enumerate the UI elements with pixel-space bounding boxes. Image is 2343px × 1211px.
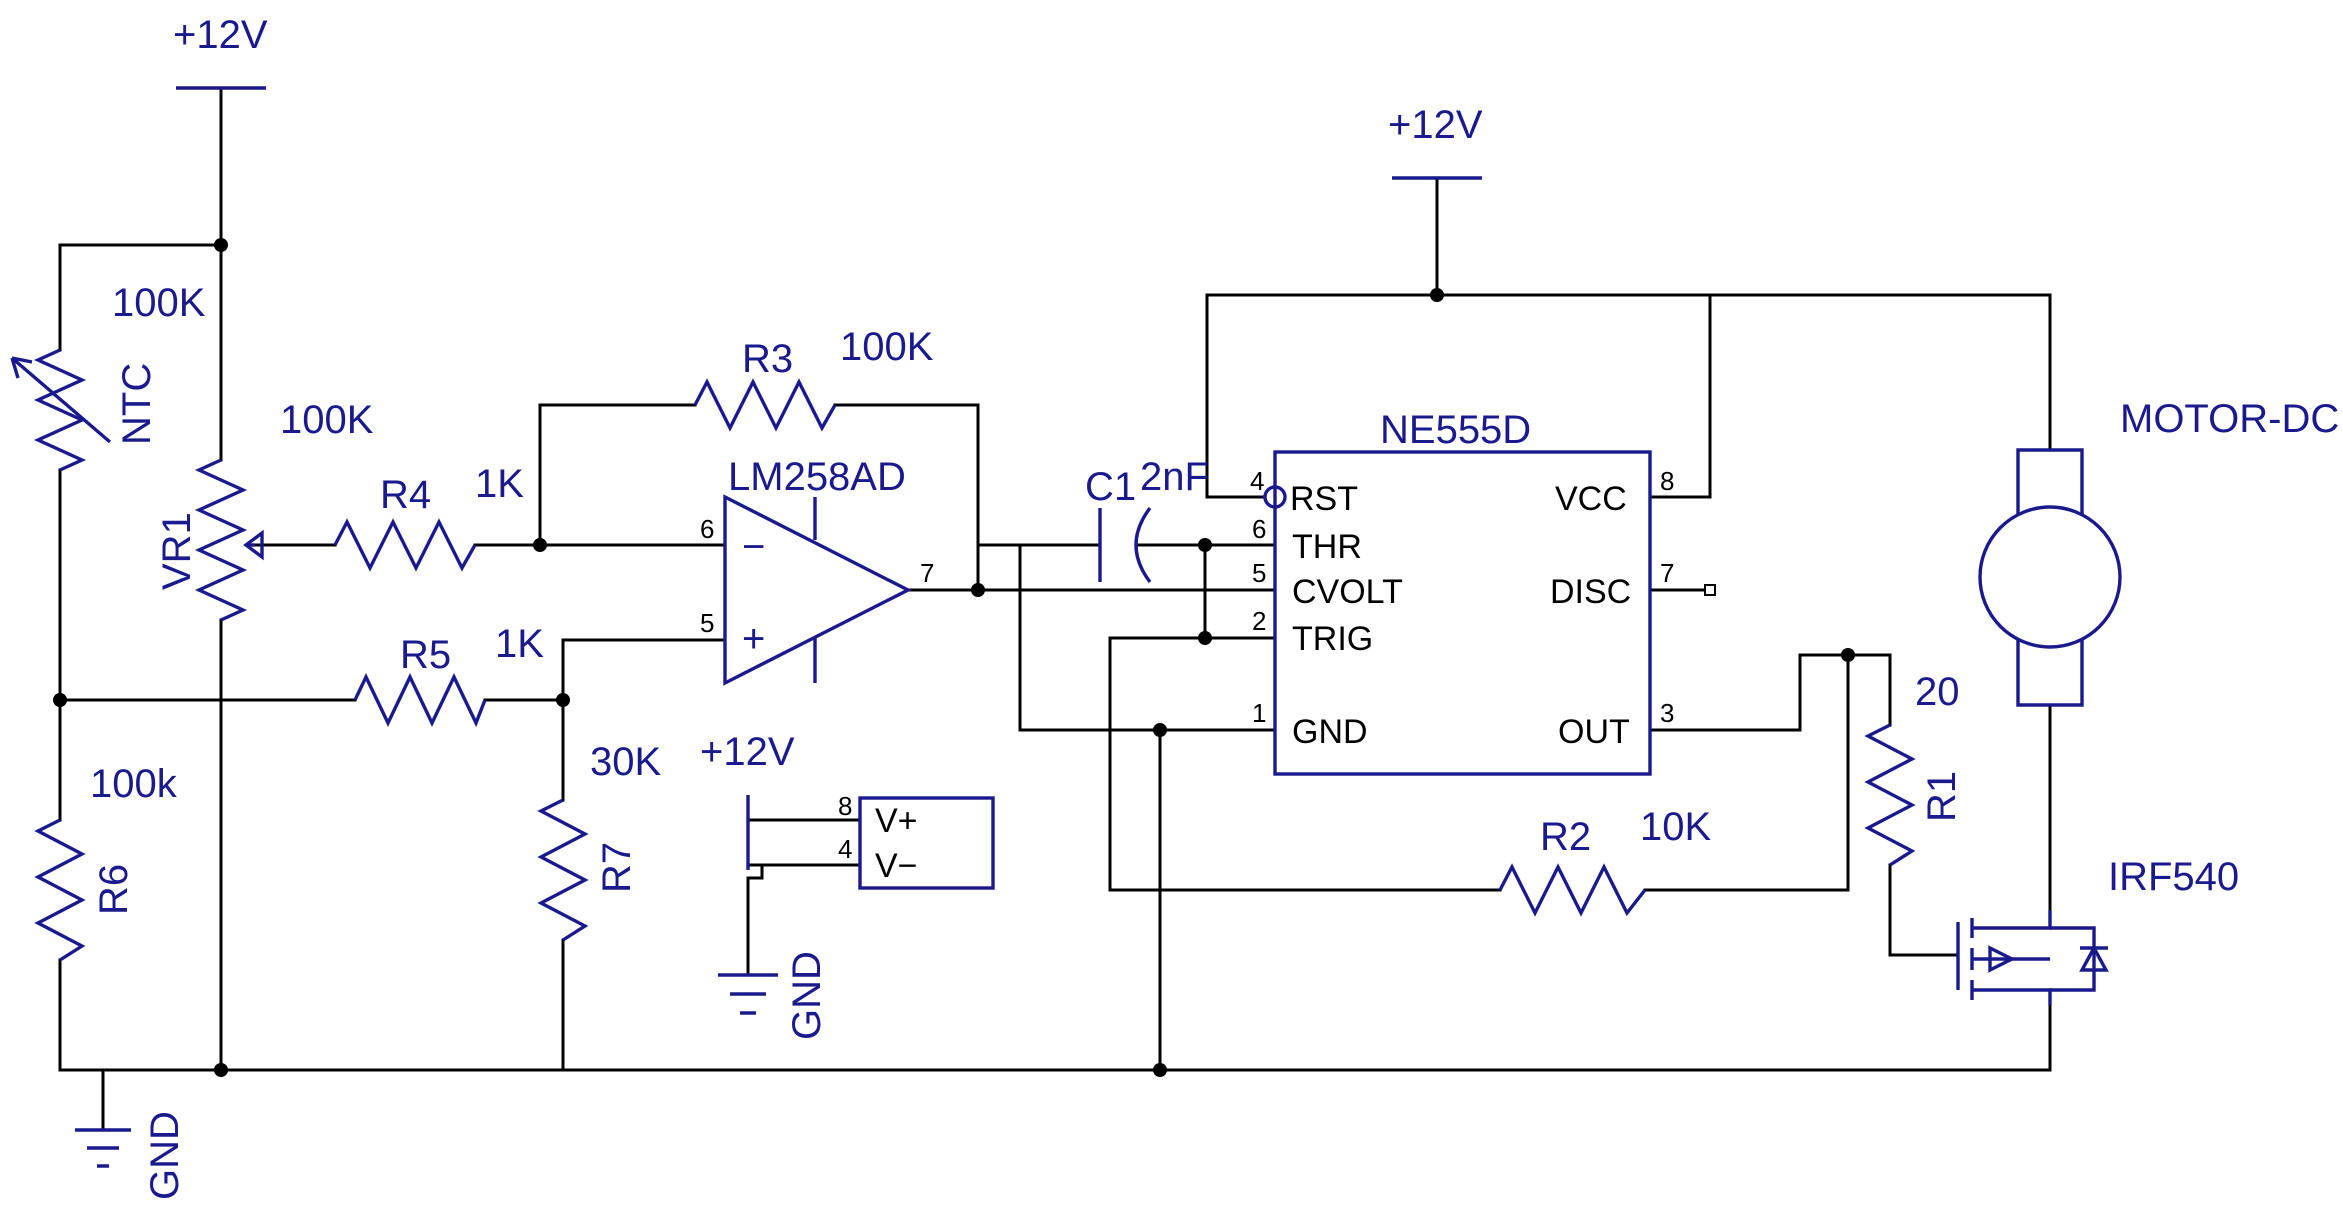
r7-value: 30K bbox=[590, 740, 661, 784]
timer-pin-vcc: VCC bbox=[1555, 480, 1627, 518]
c1-value: 2nF bbox=[1140, 455, 1209, 499]
wires bbox=[58, 86, 2052, 1132]
timer-pin-8: 8 bbox=[1660, 466, 1674, 496]
r6-value: 100k bbox=[90, 762, 178, 806]
vr1-potentiometer: 100K VR1 bbox=[155, 398, 374, 622]
ground-opamp: GND bbox=[718, 951, 829, 1040]
junction-dot bbox=[556, 693, 570, 707]
r3-label: R3 bbox=[742, 337, 793, 381]
junction-dot bbox=[214, 1063, 228, 1077]
ntc-thermistor: 100K NTC bbox=[10, 281, 206, 472]
opamp-pin-7: 7 bbox=[920, 558, 934, 588]
timer-pin-trig: TRIG bbox=[1292, 620, 1373, 658]
junction-dot bbox=[971, 583, 985, 597]
junction-dot bbox=[53, 693, 67, 707]
mosfet-irf540: IRF540 bbox=[1956, 855, 2239, 1005]
r5-label: R5 bbox=[400, 633, 451, 677]
timer-pin-thr: THR bbox=[1292, 528, 1362, 566]
r6-label: R6 bbox=[92, 864, 136, 915]
r3-value: 100K bbox=[840, 325, 934, 369]
opamp-lm258ad: − + 6 5 7 LM258AD bbox=[700, 455, 934, 686]
junction-dot bbox=[214, 238, 228, 252]
opamp-vminus-label: V− bbox=[875, 847, 918, 885]
r4-value: 1K bbox=[475, 462, 524, 506]
power-right: +12V bbox=[1388, 103, 1483, 180]
ground-label-opamp: GND bbox=[785, 951, 829, 1040]
ntc-value: 100K bbox=[112, 281, 206, 325]
timer-label: NE555D bbox=[1380, 408, 1531, 452]
opamp-plus-sign: + bbox=[742, 617, 765, 661]
r2-label: R2 bbox=[1540, 815, 1591, 859]
timer-pin-disc: DISC bbox=[1550, 573, 1631, 611]
junction-dot bbox=[1198, 538, 1212, 552]
c1-label: C1 bbox=[1085, 465, 1136, 509]
timer-pin-1: 1 bbox=[1252, 698, 1266, 728]
r2-resistor: R2 10K bbox=[1498, 805, 1711, 917]
timer-pin-6: 6 bbox=[1252, 514, 1266, 544]
junction-dot bbox=[1841, 648, 1855, 662]
mosfet-label: IRF540 bbox=[2108, 855, 2239, 899]
timer-pin-3: 3 bbox=[1660, 698, 1674, 728]
opamp-pin-5: 5 bbox=[700, 608, 714, 638]
timer-pin-5: 5 bbox=[1252, 558, 1266, 588]
r1-resistor: 20 R1 bbox=[1864, 670, 1964, 867]
opamp-minus-sign: − bbox=[742, 525, 765, 569]
r1-label: R1 bbox=[1920, 771, 1964, 822]
r4-resistor: R4 1K bbox=[333, 462, 524, 572]
opamp-pin-4: 4 bbox=[838, 834, 852, 864]
junction-dot bbox=[1198, 631, 1212, 645]
timer-pin-4: 4 bbox=[1250, 466, 1264, 496]
opamp-pin-6: 6 bbox=[700, 514, 714, 544]
timer-ne555d: NE555D 4 RST 6 THR 5 CVOLT 2 TRIG 1 GND … bbox=[1250, 408, 1716, 776]
junction-dots bbox=[53, 238, 1855, 1077]
motor-label: MOTOR-DC bbox=[2120, 397, 2339, 441]
r3-resistor: R3 100K bbox=[693, 325, 934, 432]
r5-resistor: R5 1K bbox=[353, 622, 544, 728]
dc-motor: MOTOR-DC bbox=[1978, 397, 2339, 707]
power-left: +12V bbox=[173, 13, 268, 90]
c1-capacitor: C1 2nF bbox=[1085, 455, 1209, 584]
timer-pin-rst: RST bbox=[1290, 480, 1358, 518]
vr1-value: 100K bbox=[280, 398, 374, 442]
r6-resistor: 100k R6 bbox=[34, 762, 178, 962]
disc-unconnected-marker bbox=[1704, 584, 1716, 596]
timer-pin-gnd: GND bbox=[1292, 713, 1368, 751]
power-label-opamp: +12V bbox=[700, 730, 795, 774]
r5-value: 1K bbox=[495, 622, 544, 666]
timer-pin-7: 7 bbox=[1660, 558, 1674, 588]
opamp-vplus-label: V+ bbox=[875, 802, 918, 840]
opamp-power-block: V+ V− 8 4 bbox=[838, 791, 995, 890]
vr1-label: VR1 bbox=[155, 512, 199, 590]
ground-main: GND bbox=[75, 1111, 187, 1200]
timer-pin-out: OUT bbox=[1558, 713, 1630, 751]
power-opamp: +12V bbox=[700, 730, 795, 870]
junction-dot bbox=[1430, 288, 1444, 302]
r7-resistor: 30K R7 bbox=[537, 740, 661, 942]
r7-label: R7 bbox=[595, 842, 639, 893]
r4-label: R4 bbox=[380, 473, 431, 517]
timer-pin-2: 2 bbox=[1252, 606, 1266, 636]
timer-pin-cvolt: CVOLT bbox=[1292, 573, 1403, 611]
opamp-pin-8: 8 bbox=[838, 791, 852, 821]
opamp-label: LM258AD bbox=[728, 455, 906, 499]
r1-value: 20 bbox=[1915, 670, 1960, 714]
r2-value: 10K bbox=[1640, 805, 1711, 849]
power-label-right: +12V bbox=[1388, 103, 1483, 147]
ground-label-main: GND bbox=[143, 1111, 187, 1200]
junction-dot bbox=[533, 538, 547, 552]
power-label-left: +12V bbox=[173, 13, 268, 57]
ntc-label: NTC bbox=[115, 363, 159, 445]
junction-dot bbox=[1153, 723, 1167, 737]
junction-dot bbox=[1153, 1063, 1167, 1077]
